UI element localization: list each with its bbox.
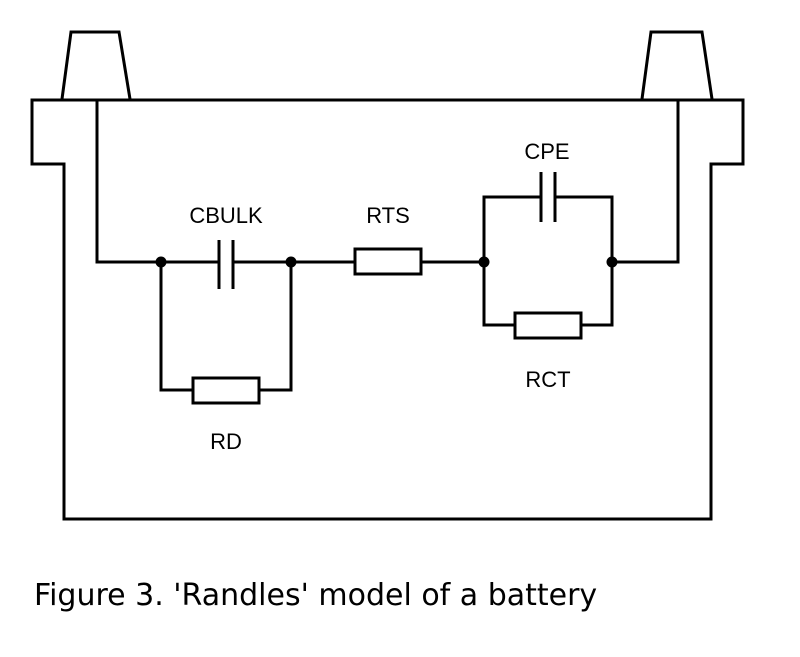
rd-wire-left — [159, 262, 193, 392]
right-terminal — [640, 30, 714, 100]
cpe-label: CPE — [524, 139, 569, 164]
junction-dot — [606, 256, 618, 268]
cpe-wire-right — [555, 195, 614, 262]
rct-resistor — [513, 311, 583, 340]
junction-dot — [285, 256, 297, 268]
figure-caption: Figure 3. 'Randles' model of a battery — [34, 578, 598, 613]
junction-dot — [478, 256, 490, 268]
rd-label: RD — [210, 429, 242, 454]
rts-label: RTS — [366, 203, 410, 228]
right-lead-wire — [612, 100, 680, 264]
rct-label: RCT — [525, 367, 570, 392]
cpe-wire-left — [482, 195, 541, 262]
battery-outline — [30, 98, 745, 521]
rct-wire-left — [482, 262, 515, 327]
rct-wire-right — [581, 262, 614, 327]
left-lead-wire — [95, 100, 161, 264]
rts-resistor — [353, 247, 423, 276]
junction-dot — [155, 256, 167, 268]
left-terminal — [60, 30, 132, 100]
rd-wire-right — [259, 262, 293, 392]
rd-resistor — [191, 376, 261, 405]
cbulk-label: CBULK — [189, 203, 263, 228]
